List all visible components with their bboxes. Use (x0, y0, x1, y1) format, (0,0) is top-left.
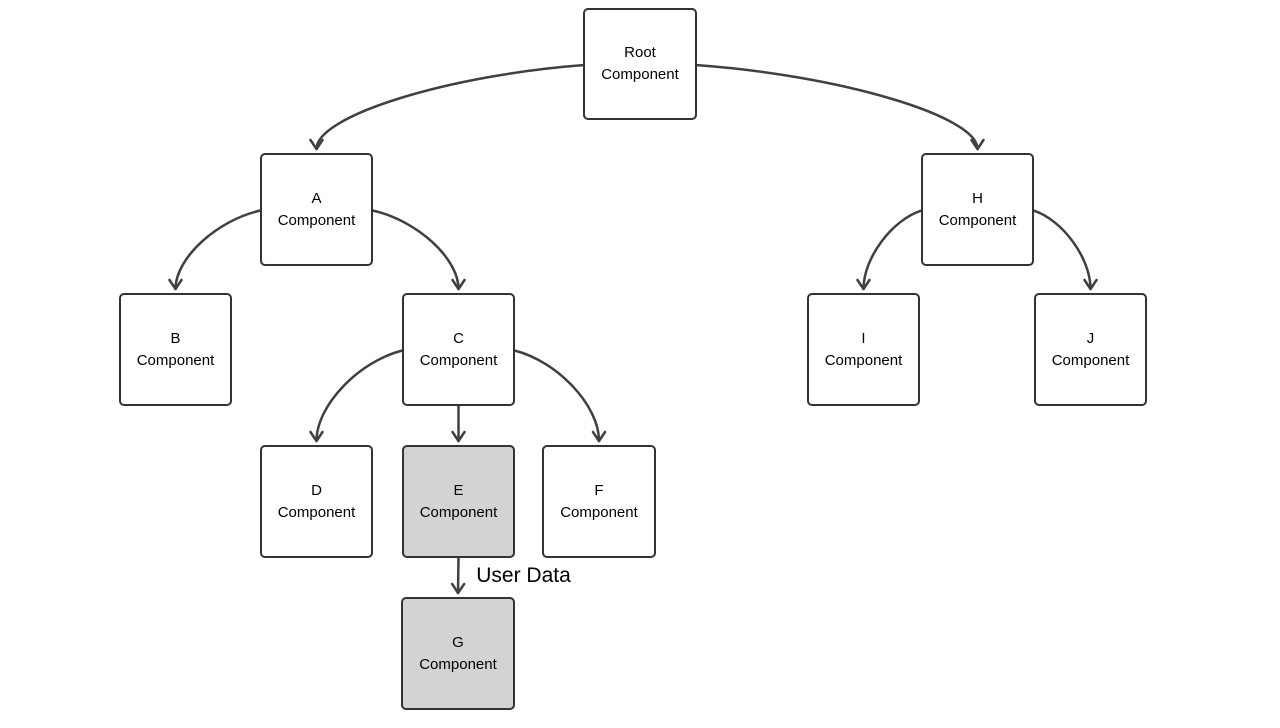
node-label-line: H (972, 189, 983, 207)
node-label-line: F (594, 481, 604, 499)
edge-group (168, 63, 1098, 595)
edge-e-to-g (450, 556, 466, 595)
edge-h-to-j (1032, 209, 1098, 291)
edge-root-to-a (309, 63, 585, 151)
edge-label-e-to-g: User Data (476, 563, 571, 587)
node-label-line: Component (419, 503, 498, 521)
node-label-line: I (861, 329, 866, 347)
edge-root-to-h (695, 63, 985, 151)
node-g-component: G Component (401, 597, 515, 710)
node-label-line: Component (601, 66, 679, 83)
node-label-line: Component (938, 211, 1017, 229)
node-label-line: A (311, 189, 322, 207)
node-a-component: A Component (260, 153, 373, 266)
node-j-component: J Component (1034, 293, 1147, 406)
node-label-line: J (1086, 329, 1095, 347)
node-label-line: Component (136, 351, 215, 369)
node-b-component: B Component (119, 293, 232, 406)
edge-a-to-b (168, 209, 262, 291)
node-label-line: B (170, 329, 181, 347)
node-label-line: Component (277, 211, 356, 229)
node-label-line: Component (1051, 351, 1130, 369)
node-label-line: G (452, 633, 464, 651)
node-label-line: Component (277, 503, 356, 521)
node-label-line: Component (419, 655, 497, 673)
edge-h-to-i (856, 209, 923, 291)
node-f-component: F Component (542, 445, 656, 558)
node-h-component: H Component (921, 153, 1034, 266)
node-label-line: Root (624, 44, 656, 61)
node-label-line: D (311, 481, 322, 499)
edge-c-to-f (513, 349, 607, 443)
node-c-component: C Component (402, 293, 515, 406)
node-i-component: I Component (807, 293, 920, 406)
edge-a-to-c (371, 209, 466, 291)
node-label-line: Component (824, 351, 903, 369)
node-label-line: Component (419, 351, 498, 369)
node-label-line: E (453, 481, 464, 499)
node-label-line: C (453, 329, 464, 347)
node-label-line: Component (560, 503, 638, 521)
node-d-component: D Component (260, 445, 373, 558)
edge-c-to-d (309, 349, 404, 443)
node-e-component: E Component (402, 445, 515, 558)
